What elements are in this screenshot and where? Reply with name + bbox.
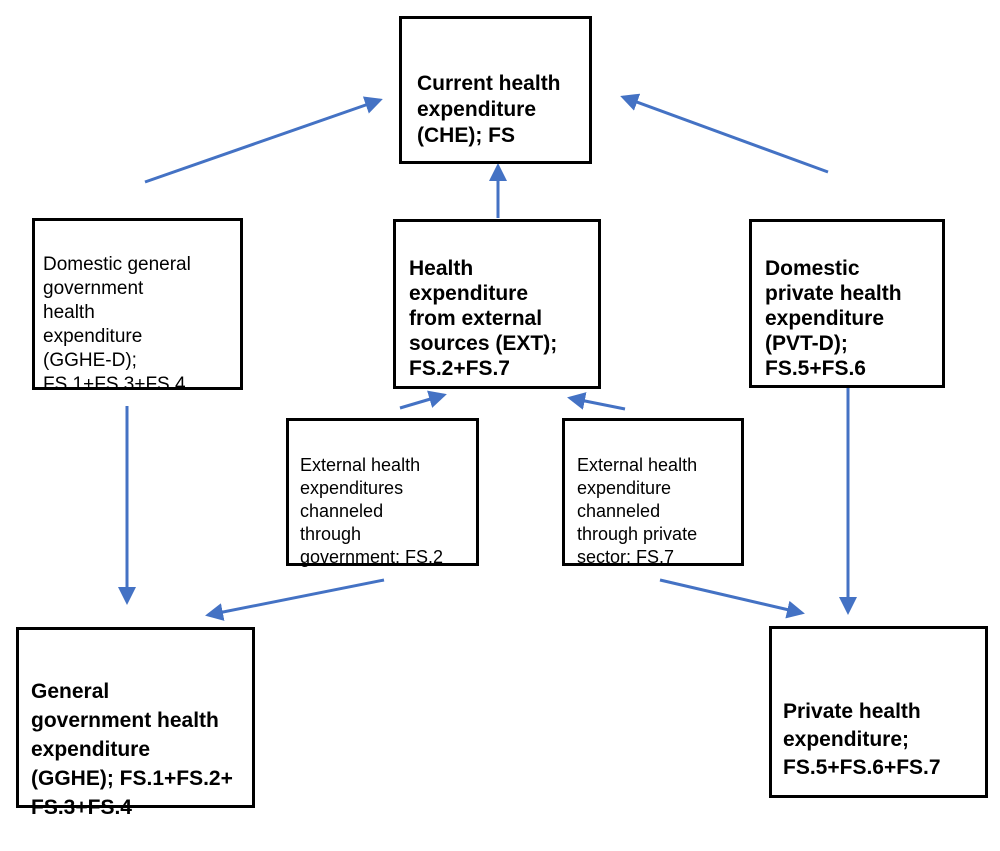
gghe-box: General government health expenditure (G… xyxy=(16,627,255,819)
ext-box: Health expenditure from external sources… xyxy=(393,219,601,389)
gghe-label: General government health expenditure (G… xyxy=(31,680,233,819)
arrow-extPriv-to-pvt xyxy=(659,578,805,619)
extGov-label: External health expenditures channeled t… xyxy=(300,455,444,567)
arrow-extGov-to-gghe xyxy=(205,578,385,621)
extGov-box: External health expenditures channeled t… xyxy=(286,418,479,567)
arrow-extGov-to-ext xyxy=(399,390,447,410)
che-label: Current health expenditure (CHE); FS xyxy=(417,72,561,147)
arrow-extPriv-to-ext xyxy=(567,392,626,411)
arrow-ggheD-to-che xyxy=(144,96,383,184)
pvt-label: Private health expenditure; FS.5+FS.6+FS… xyxy=(783,700,941,779)
extPriv-label: External health expenditure channeled th… xyxy=(577,455,698,567)
pvtD-label: Domestic private health expenditure (PVT… xyxy=(765,257,902,380)
ggheD-label: Domestic general government health expen… xyxy=(43,254,191,395)
ggheD-box: Domestic general government health expen… xyxy=(32,218,243,395)
extPriv-box: External health expenditure channeled th… xyxy=(562,418,744,567)
ext-label: Health expenditure from external sources… xyxy=(409,257,558,380)
arrows-layer xyxy=(118,93,857,621)
arrow-pvtD-to-che xyxy=(620,93,829,174)
pvt-box: Private health expenditure; FS.5+FS.6+FS… xyxy=(769,626,988,798)
che-box: Current health expenditure (CHE); FS xyxy=(399,16,592,164)
pvtD-box: Domestic private health expenditure (PVT… xyxy=(749,219,945,388)
